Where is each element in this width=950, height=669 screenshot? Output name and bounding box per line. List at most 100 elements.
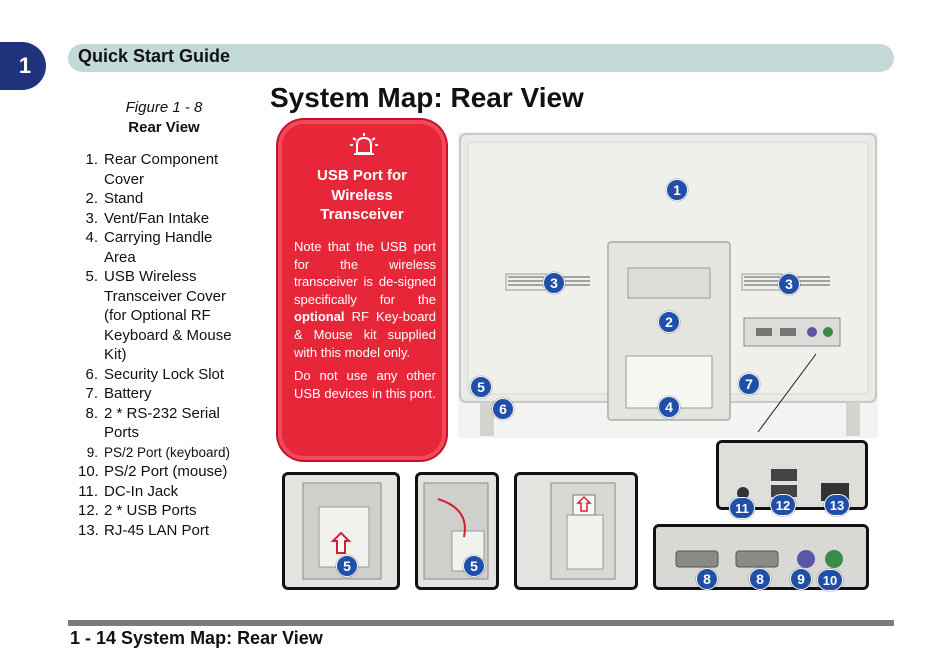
chapter-tab: 1 — [0, 42, 46, 90]
legend-line: Transceiver Cover — [104, 287, 226, 305]
chapter-number: 1 — [18, 53, 32, 78]
figure-number: Figure 1 - 8 — [125, 99, 203, 116]
note-text: RF Key-board & Mouse kit supplied with t… — [294, 309, 436, 360]
legend-line: Stand — [104, 190, 144, 207]
legend-number: 8. — [85, 404, 98, 422]
note-emphasis: optional — [294, 309, 345, 325]
callout-1: 1 — [666, 179, 688, 201]
header-title: Quick Start Guide — [78, 46, 231, 66]
footer-rule — [68, 620, 894, 626]
legend-line: 2 * USB Ports — [104, 502, 197, 519]
note-heading-line: Transceiver — [320, 206, 404, 223]
inset-transceiver-cover-1 — [282, 472, 400, 590]
legend-line: DC-In Jack — [104, 482, 179, 500]
page-title: System Map: Rear View — [270, 82, 584, 113]
legend-line: (for Optional RF — [104, 307, 211, 324]
note-heading-line: USB Port for — [317, 167, 407, 184]
callout-11: 11 — [729, 497, 755, 519]
usb-note-box: USB Port for Wireless Transceiver Note t… — [278, 120, 446, 460]
note-paragraph-2: Do not use any other USB devices in this… — [294, 368, 436, 401]
legend-line: PS/2 Port (keyboard) — [104, 444, 231, 460]
legend-number: 9. — [86, 444, 98, 460]
legend-line: 2 * RS-232 Serial — [104, 404, 220, 422]
note-paragraph-1: Note that the USB port for the wireless … — [294, 238, 436, 361]
alarm-bell-icon — [350, 133, 378, 155]
legend-number: 3. — [85, 209, 98, 227]
legend-item: 12. 2 * USB Ports — [78, 501, 258, 521]
figure-caption: Figure 1 - 8 Rear View — [90, 98, 238, 138]
legend-line: Rear Component — [104, 151, 219, 168]
callout-5: 5 — [463, 555, 485, 577]
legend-text: Security Lock Slot — [104, 365, 258, 385]
legend-line: PS/2 Port (mouse) — [104, 463, 228, 480]
inset-illustration — [550, 482, 616, 580]
legend-number: 2. — [85, 190, 98, 207]
callout-5: 5 — [470, 376, 492, 398]
legend-text: PS/2 Port (keyboard) — [104, 443, 258, 463]
legend-line: Battery — [104, 385, 152, 402]
callout-4: 4 — [658, 396, 680, 418]
legend-item: 10. PS/2 Port (mouse) — [78, 462, 258, 482]
legend-number: 4. — [85, 229, 98, 246]
legend-item: 13.RJ-45 LAN Port — [78, 521, 258, 541]
legend-line: Keyboard & Mouse — [104, 326, 232, 344]
legend-number: 11. — [78, 482, 98, 500]
figure-name: Rear View — [128, 119, 200, 136]
note-text: Note that the USB port for the wireless … — [294, 239, 436, 307]
legend-line: Cover — [104, 170, 145, 188]
legend-text: Stand — [104, 189, 258, 209]
callout-12: 12 — [770, 494, 796, 516]
note-body: Note that the USB port for the wireless … — [294, 238, 436, 408]
legend-number: 6. — [85, 365, 98, 383]
callout-7: 7 — [738, 373, 760, 395]
legend-text: Vent/Fan Intake — [104, 209, 258, 229]
legend-text: Battery — [104, 384, 258, 404]
legend-line: Kit) — [104, 346, 127, 363]
legend-line: Carrying Handle — [104, 229, 213, 246]
legend-text: RJ-45 LAN Port — [104, 521, 258, 541]
legend-number: 7. — [85, 385, 98, 402]
inset-illustration — [423, 482, 489, 580]
rear-view-photo — [458, 132, 878, 438]
footer-title: 1 - 14 System Map: Rear View — [70, 628, 323, 648]
legend-item: 3. Vent/Fan Intake — [78, 209, 258, 229]
legend-text: DC-In Jack — [104, 482, 258, 502]
legend-item: 7. Battery — [78, 384, 258, 404]
callout-13: 13 — [824, 494, 850, 516]
legend-number: 1. — [85, 151, 98, 168]
legend-line: USB Wireless — [104, 268, 197, 285]
legend-text: 2 * USB Ports — [104, 501, 258, 521]
callout-8: 8 — [749, 568, 771, 590]
rear-view-illustration — [459, 133, 877, 436]
note-heading: USB Port for Wireless Transceiver — [290, 166, 434, 225]
legend-line: Area — [104, 248, 136, 266]
header-bar — [68, 44, 894, 72]
legend-line: Ports — [104, 424, 140, 441]
callout-8: 8 — [696, 568, 718, 590]
callout-6: 6 — [492, 398, 514, 420]
callout-10: 10 — [817, 569, 843, 591]
note-heading-line: Wireless — [331, 186, 393, 204]
callout-9: 9 — [790, 568, 812, 590]
callout-3: 3 — [543, 272, 565, 294]
callout-5: 5 — [336, 555, 358, 577]
legend-line: Vent/Fan Intake — [104, 209, 210, 227]
callout-3: 3 — [778, 273, 800, 295]
legend-number: 12. — [78, 502, 99, 519]
inset-usb-transceiver — [514, 472, 638, 590]
legend-item: 6. Security Lock Slot — [78, 365, 258, 385]
legend-number: 10. — [78, 463, 99, 480]
inset-transceiver-cover-2 — [415, 472, 499, 590]
legend-item: 11. DC-In Jack — [78, 482, 258, 502]
legend-item: 2. Stand — [78, 189, 258, 209]
callout-2: 2 — [658, 311, 680, 333]
legend-number: 5. — [85, 268, 98, 285]
